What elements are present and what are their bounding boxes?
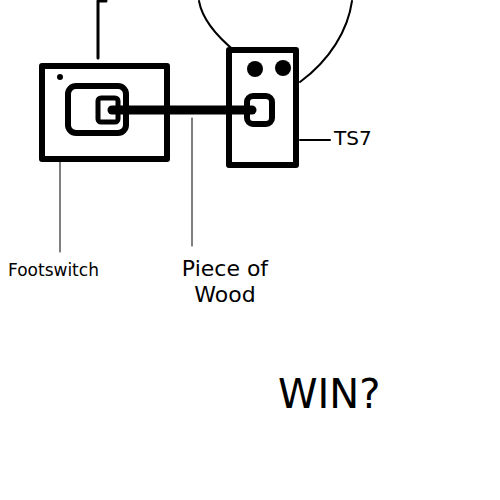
note: WIN?: [278, 370, 418, 418]
part-label: Footswitch: [8, 260, 148, 280]
indicator-dot: [57, 74, 63, 80]
wood-bar: [112, 106, 252, 115]
leader-line: [60, 162, 61, 252]
cable: [300, 1, 352, 82]
cable: [199, 1, 236, 52]
part-label: TS7: [334, 126, 404, 150]
wire: [98, 1, 106, 58]
pedal-knob-small: [247, 61, 263, 77]
pedal-knob-small: [275, 60, 291, 76]
leader-line: [300, 139, 330, 141]
leader-line: [192, 118, 193, 246]
part-label: Piece of Wood: [150, 256, 300, 309]
